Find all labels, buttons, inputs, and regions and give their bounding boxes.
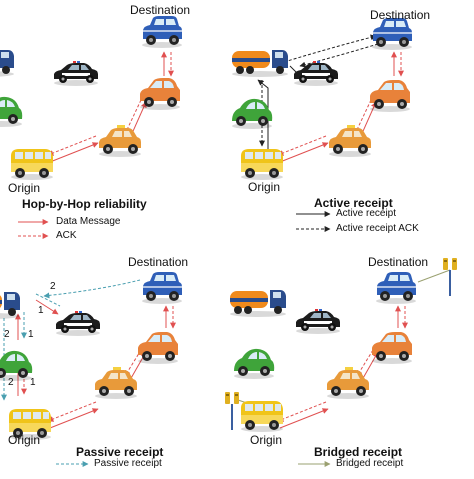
origin-label: Origin [248, 180, 281, 194]
ack-arrow [277, 401, 327, 422]
roadside-unit-icon [443, 258, 457, 296]
bridged-receipt-arrow [417, 269, 451, 283]
taxi-car-icon [95, 367, 137, 399]
panel-passive-receipt [0, 271, 183, 467]
origin-label: Origin [8, 181, 41, 195]
fuel-truck-icon [0, 50, 14, 77]
panel-bridged-receipt [225, 258, 457, 467]
legend-label: Data Message [56, 216, 121, 227]
legend-label: Passive receipt [94, 458, 162, 469]
panel-title: Hop-by-Hop reliability [22, 197, 147, 211]
active-receipt-arrow [289, 65, 297, 73]
data-message-arrow [35, 299, 59, 315]
taxi-car-icon [329, 125, 371, 157]
panel-title: Bridged receipt [314, 445, 403, 459]
blue-mini-car-icon [141, 15, 183, 49]
fuel-truck-icon [232, 50, 288, 77]
hop-number: 1 [28, 329, 34, 340]
data-message-arrow [279, 142, 329, 163]
legend-label: Active receipt ACK [336, 223, 419, 234]
hop-number: 1 [30, 377, 36, 388]
taxi-car-icon [327, 367, 369, 399]
blue-mini-car-icon [141, 271, 183, 305]
data-message-arrow [361, 351, 379, 381]
green-beetle-icon [232, 98, 273, 129]
ack-arrow [47, 135, 97, 156]
legend-label: Bridged receipt [336, 458, 404, 469]
origin-label: Origin [250, 433, 283, 447]
green-beetle-icon [234, 348, 275, 379]
destination-label: Destination [128, 255, 189, 269]
police-car-icon [294, 61, 338, 86]
panel-title: Passive receipt [76, 445, 164, 459]
police-car-icon [56, 311, 100, 336]
destination-label: Destination [370, 8, 431, 22]
legend [296, 211, 331, 232]
ack-arrow [47, 401, 97, 422]
green-beetle-icon [0, 96, 23, 127]
active-receipt-ack-arrow [283, 34, 377, 63]
roadside-unit-icon [225, 392, 239, 430]
green-beetle-icon [0, 350, 33, 381]
data-message-arrow [49, 408, 99, 429]
blue-mini-car-icon [375, 271, 417, 305]
police-car-icon [54, 61, 98, 86]
destination-label: Destination [130, 3, 191, 17]
data-message-arrow [49, 142, 99, 163]
active-receipt-ack-arrow [299, 43, 379, 68]
hop-number: 2 [50, 281, 56, 292]
legend-label: ACK [56, 230, 77, 241]
panel-hop-by-hop [0, 15, 183, 239]
passive-receipt-arrow [35, 293, 61, 307]
ack-arrow [277, 135, 327, 156]
active-receipt-arrow [257, 79, 269, 150]
hop-number: 2 [8, 377, 14, 388]
legend [18, 219, 49, 239]
yellow-van-icon [241, 401, 283, 432]
panel-active-receipt [232, 17, 413, 232]
passive-receipt-arrow [43, 279, 141, 299]
orange-hatchback-icon [140, 78, 180, 110]
origin-label: Origin [8, 433, 41, 447]
destination-label: Destination [368, 255, 429, 269]
taxi-car-icon [99, 125, 141, 157]
fuel-truck-icon [0, 292, 20, 319]
police-car-icon [296, 309, 340, 334]
orange-hatchback-icon [370, 80, 410, 112]
hop-number: 1 [38, 305, 44, 316]
orange-hatchback-icon [138, 332, 178, 364]
blue-mini-car-icon [371, 17, 413, 51]
panel-title: Active receipt [314, 196, 393, 210]
yellow-van-icon [11, 149, 53, 180]
orange-hatchback-icon [372, 332, 412, 364]
hop-number: 2 [4, 329, 10, 340]
data-message-arrow [279, 408, 329, 429]
legend-label: Active receipt [336, 208, 397, 219]
fuel-truck-icon [230, 290, 286, 317]
yellow-van-icon [241, 149, 283, 180]
